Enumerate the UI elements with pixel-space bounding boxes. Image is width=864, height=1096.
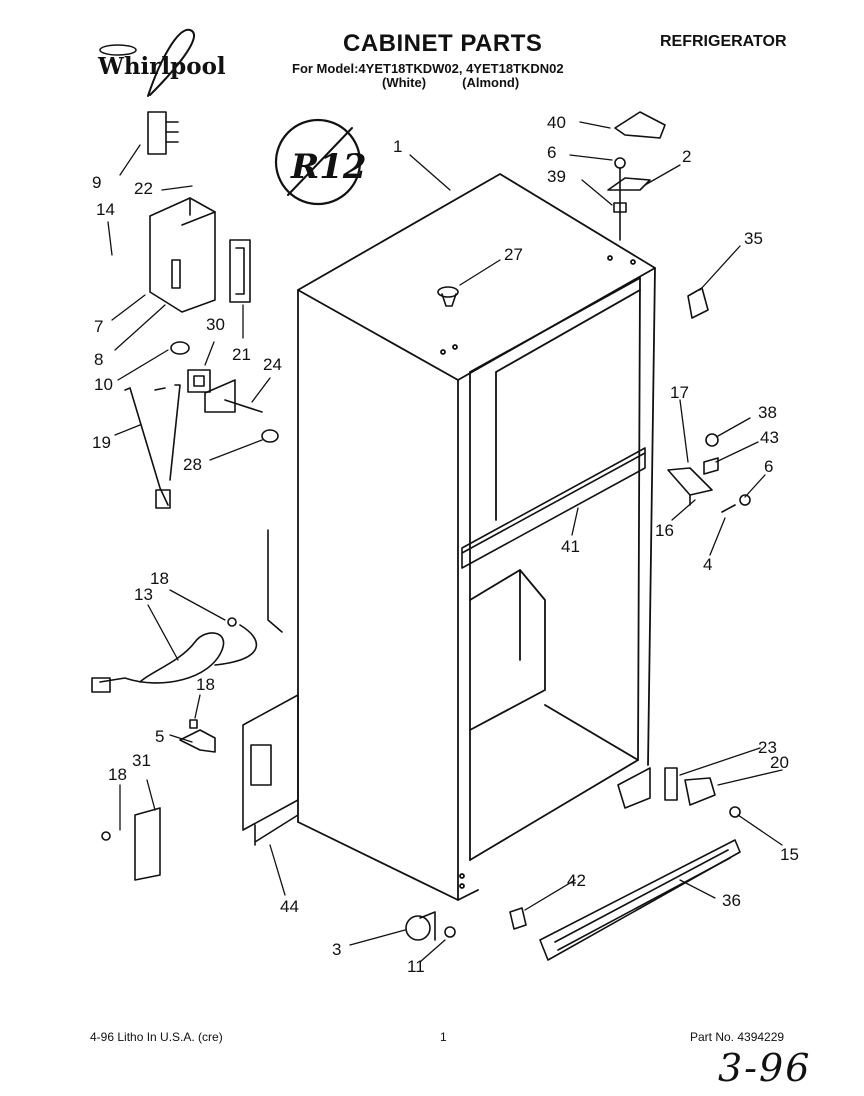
callout-36: 36	[722, 891, 741, 910]
top-plug	[437, 286, 459, 307]
callout-2: 2	[682, 147, 691, 166]
callout-24: 24	[263, 355, 282, 374]
r12-badge: R12	[274, 118, 367, 206]
toe-grille	[539, 839, 741, 961]
callout-10: 10	[94, 375, 113, 394]
callout-3: 3	[332, 940, 341, 959]
callout-21: 21	[232, 345, 251, 364]
color-variants: (White) (Almond)	[382, 75, 520, 90]
side-panels	[101, 694, 299, 881]
handwritten-date: 3-96	[718, 1046, 812, 1090]
page-number: 1	[440, 1030, 447, 1044]
callout-44: 44	[280, 897, 299, 916]
callout-43: 43	[760, 428, 779, 447]
brand-wordmark: Whirlpool	[97, 53, 226, 80]
center-hinge	[667, 433, 751, 513]
callout-6-center: 6	[764, 457, 773, 476]
callout-4: 4	[703, 555, 712, 574]
model-numbers: For Model:4YET18TKDW02, 4YET18TKDN02	[292, 61, 564, 76]
callout-1: 1	[393, 137, 402, 156]
callout-17: 17	[670, 383, 689, 402]
callout-38: 38	[758, 403, 777, 422]
whirlpool-logo: Whirlpool	[97, 28, 226, 97]
callout-14: 14	[96, 200, 115, 219]
callout-27: 27	[504, 245, 523, 264]
callout-9: 9	[92, 173, 101, 192]
callout-6-top: 6	[547, 143, 556, 162]
callout-18-cover: 18	[108, 765, 127, 784]
litho-note: 4-96 Litho In U.S.A. (cre)	[90, 1030, 223, 1044]
callout-28: 28	[183, 455, 202, 474]
callout-35: 35	[744, 229, 763, 248]
callout-39: 39	[547, 167, 566, 186]
hinge-cover	[614, 111, 666, 139]
part-number: Part No. 4394229	[690, 1030, 785, 1044]
callout-15: 15	[780, 845, 799, 864]
cabinet-shell	[297, 173, 656, 901]
callout-18-cord: 18	[150, 569, 169, 588]
callout-7: 7	[94, 317, 103, 336]
callout-11: 11	[407, 957, 425, 976]
callout-5: 5	[155, 727, 164, 746]
callout-22: 22	[134, 179, 153, 198]
callout-23: 23	[758, 738, 777, 757]
callout-40: 40	[547, 113, 566, 132]
callout-30: 30	[206, 315, 225, 334]
callout-41: 41	[561, 537, 580, 556]
r12-badge-text: R12	[290, 147, 367, 187]
top-hinge	[607, 157, 651, 241]
hinge-pin-cover	[687, 287, 709, 319]
callout-8: 8	[94, 350, 103, 369]
callout-18-clamp: 18	[196, 675, 215, 694]
leader-lines	[107, 121, 783, 963]
callout-19: 19	[92, 433, 111, 452]
leveling-leg	[405, 911, 456, 941]
electrical-parts	[91, 111, 283, 753]
callout-31: 31	[132, 751, 151, 770]
category-label: REFRIGERATOR	[660, 33, 787, 50]
grille-clip	[509, 907, 527, 930]
divider-rail	[461, 447, 646, 569]
callout-20: 20	[770, 753, 789, 772]
bottom-hinge	[617, 767, 741, 818]
callout-16: 16	[655, 521, 674, 540]
callout-42: 42	[567, 871, 586, 890]
page-title: CABINET PARTS	[343, 30, 543, 57]
callout-13: 13	[134, 585, 153, 604]
